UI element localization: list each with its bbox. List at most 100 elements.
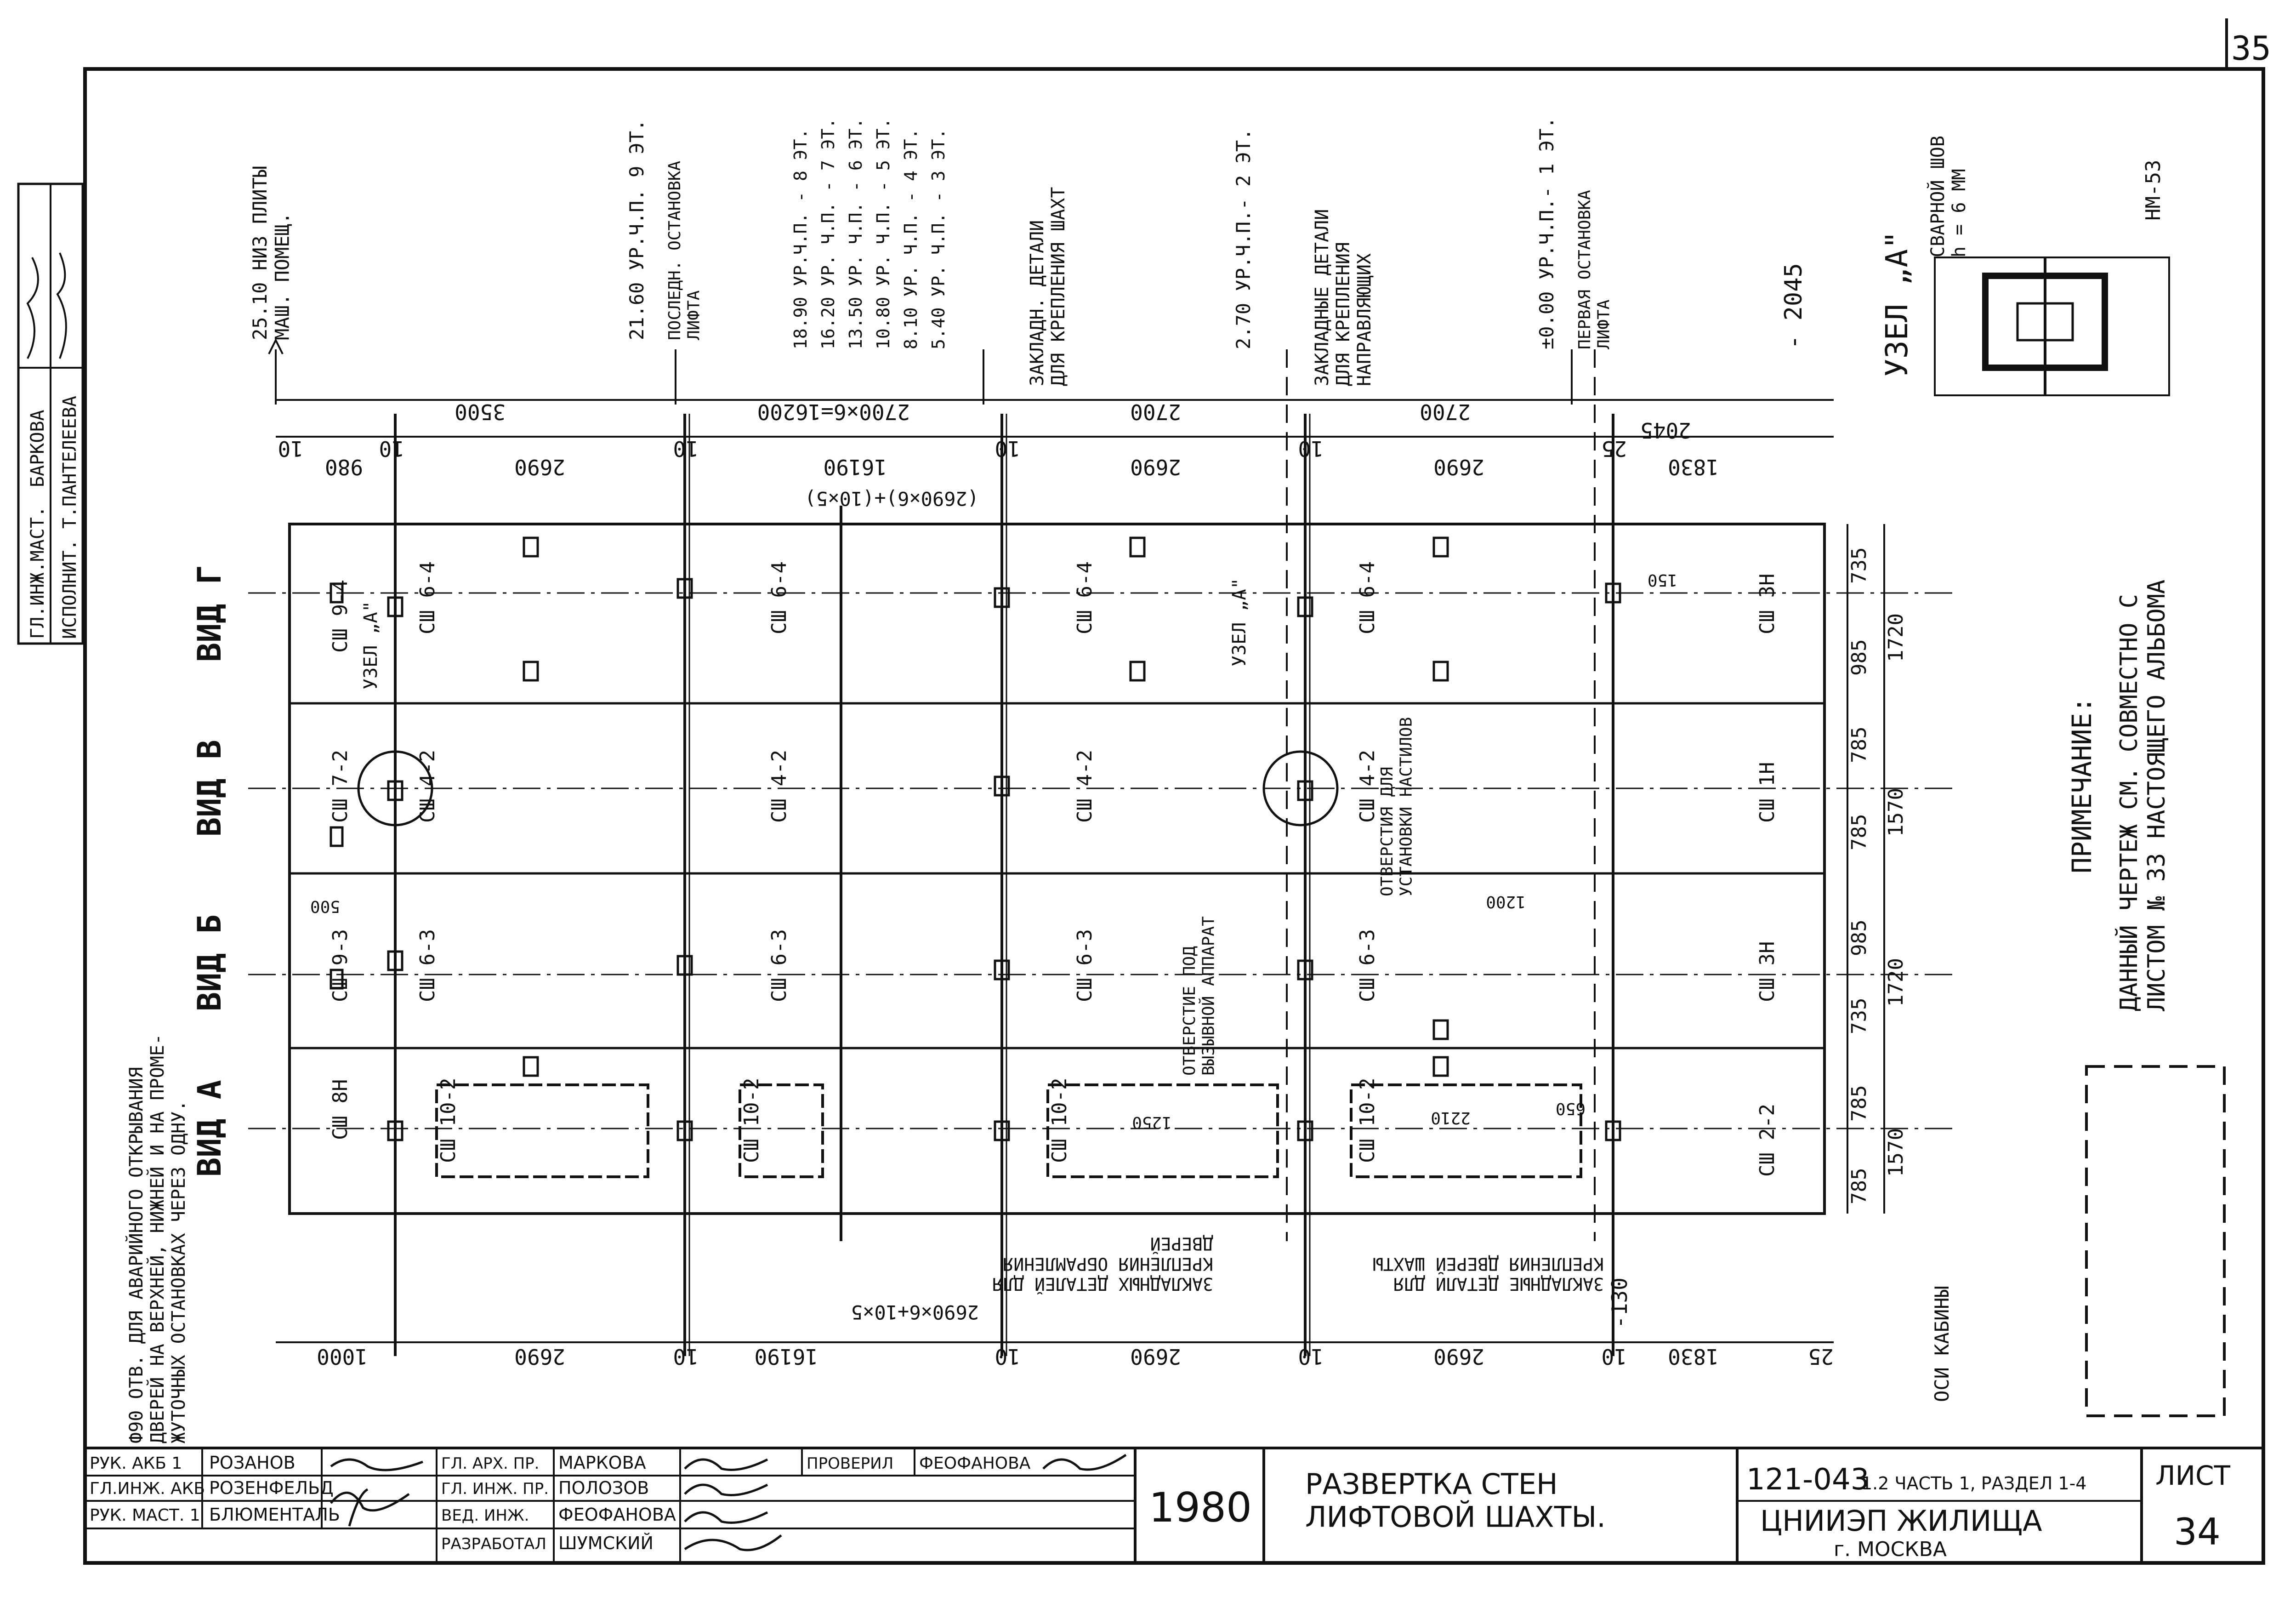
- tb-role2-3: РАЗРАБОТАЛ: [441, 1535, 546, 1553]
- bottom-panel-1: 2690: [514, 1344, 565, 1369]
- signature-rozanov: [330, 1458, 423, 1471]
- bottom-formula: 2690×6+10×5: [851, 1301, 979, 1323]
- right-outer-3: 1570: [1884, 1128, 1908, 1177]
- top-dimensions: 3500 2700×6=16200 2700 2700 2045 10 10 1…: [276, 399, 1834, 510]
- right-inner-2: 785: [1847, 727, 1871, 763]
- note-title: ПРИМЕЧАНИЕ:: [2066, 697, 2097, 873]
- right-inner-0: 735: [1847, 547, 1871, 584]
- node-a-weld: СВАРНОЙ ШОВh = 6 ММ: [1927, 136, 1970, 257]
- callout-cabin-axis: ОСИ КАБИНЫ: [1931, 1286, 1953, 1402]
- signature-markova: [684, 1458, 768, 1471]
- callout-door-frame: ЗАКЛАДНЫХ ДЕТАЛЕЙ ДЛЯКРЕПЛЕНИЯ ОБРАМЛЕНИ…: [993, 1234, 1213, 1294]
- level-pit: - 2045: [1780, 263, 1807, 349]
- tb-name-2: БЛЮМЕНТАЛЬ: [209, 1505, 340, 1525]
- panel-col5-a: СШ 10-2: [1356, 1078, 1379, 1163]
- top-panel-3: 2690: [1130, 455, 1181, 479]
- side-signature-2: [56, 252, 67, 359]
- right-outer-2: 1720: [1884, 958, 1908, 1007]
- tb-name2-0: МАРКОВА: [558, 1453, 646, 1473]
- panel-col2-g: СШ 6-4: [416, 561, 439, 634]
- tb-checked-name: ФЕОФАНОВА: [919, 1454, 1031, 1473]
- callouts: УЗЕЛ „А" УЗЕЛ „А" ОТВЕРСТИЯ ДЛЯУСТАНОВКИ…: [125, 570, 1953, 1443]
- tb-role2-0: ГЛ. АРХ. ПР.: [441, 1454, 539, 1473]
- callout-node-a-2: УЗЕЛ „А": [1229, 578, 1250, 667]
- level-stack-0: 18.90 УР.Ч.П. - 8 ЭТ.: [790, 129, 811, 349]
- panel-col4-g: СШ 6-4: [1073, 561, 1097, 634]
- tb-code-suffix: 1.2 ЧАСТЬ 1, РАЗДЕЛ 1-4: [1861, 1473, 2086, 1494]
- view-label-a: ВИД А: [191, 1080, 228, 1177]
- top-span-2: 2700: [1130, 399, 1181, 424]
- top-panel-0: 980: [325, 455, 363, 479]
- callout-holes-stops: ОТВЕРСТИЯ ДЛЯУСТАНОВКИ НАСТИЛОВ: [1378, 717, 1415, 896]
- panel-col2-v: СШ 4-2: [416, 750, 439, 823]
- signature-polozov: [684, 1483, 768, 1496]
- signature-checked: [1042, 1454, 1127, 1471]
- tb-role-0: РУК. АКБ 1: [90, 1454, 182, 1473]
- bottom-small-4: 25: [1808, 1344, 1834, 1369]
- right-inner-5: 735: [1847, 998, 1871, 1034]
- panel-col3-g: СШ 6-4: [767, 561, 791, 634]
- panel-col2-b: СШ 6-3: [416, 929, 439, 1002]
- top-span-3: 2700: [1420, 399, 1471, 424]
- panel-col1-a: СШ 8Н: [329, 1079, 352, 1140]
- tb-checked-role: ПРОВЕРИЛ: [807, 1454, 893, 1473]
- signature-shumsky: [684, 1534, 782, 1551]
- bottom-small-0: 10: [673, 1344, 699, 1369]
- tb-sheet-label: ЛИСТ: [2155, 1460, 2230, 1491]
- callout-emergency: Ф90 ОТВ. ДЛЯ АВАРИЙНОГО ОТКРЫВАНИЯДВЕРЕЙ…: [125, 1034, 189, 1443]
- top-span-0: 3500: [455, 399, 506, 424]
- inner-dim-4: 150: [1648, 570, 1677, 589]
- note-block: ПРИМЕЧАНИЕ: ДАННЫЙ ЧЕРТЕЖ СМ. СОВМЕСТНО …: [2066, 580, 2226, 1417]
- level-first-stop: ПЕРВАЯ ОСТАНОВКАЛИФТА: [1575, 190, 1613, 349]
- tb-name-1: РОЗЕНФЕЛЬД: [209, 1478, 334, 1498]
- tb-city: г. МОСКВА: [1834, 1538, 1947, 1561]
- top-span-4: 2045: [1640, 418, 1691, 443]
- view-label-g: ВИД Г: [191, 565, 228, 662]
- tb-name2-2: ФЕОФАНОВА: [558, 1505, 676, 1525]
- wall-development: [248, 349, 1953, 1356]
- inner-dim-0: 1250: [1132, 1113, 1172, 1132]
- level-1: ±0.00 УР.Ч.П.- 1 ЭТ.: [1535, 117, 1558, 349]
- inner-dim-2: 650: [1556, 1099, 1586, 1118]
- top-small-0: 10: [278, 436, 303, 461]
- title-block: РУК. АКБ 1 РОЗАНОВ ГЛ. АРХ. ПР. МАРКОВА …: [84, 1447, 2265, 1564]
- panel-col2-a: СШ 10-2: [437, 1078, 460, 1163]
- inner-dim-1: 2210: [1431, 1108, 1471, 1127]
- level-last-stop: ПОСЛЕДН. ОСТАНОВКАЛИФТА: [665, 161, 703, 340]
- callout-door-shaft: ЗАКЛАДНЫЕ ДЕТАЛИ ДЛЯКРЕПЛЕНИЯ ДВЕРЕЙ ШАХ…: [1373, 1254, 1604, 1294]
- side-stamp-role2: ИСПОЛНИТ.: [59, 539, 80, 639]
- top-panel-4: 2690: [1433, 455, 1484, 479]
- panel-col5-v: СШ 4-2: [1356, 750, 1379, 823]
- panel-col4-a: СШ 10-2: [1048, 1078, 1071, 1163]
- callout-hole-bell: ОТВЕРСТИЕ ПОДВЫЗЫВНОЙ АППАРАТ: [1180, 916, 1218, 1076]
- corner-sheet-number: 35: [2231, 29, 2271, 68]
- side-signature-1: [26, 257, 39, 359]
- side-stamp-name2: Т.ПАНТЕЛЕЕВА: [59, 396, 80, 529]
- panel-col3-b: СШ 6-3: [767, 929, 791, 1002]
- panel-col1-v: СШ 7-2: [329, 750, 352, 823]
- level-stack-2: 13.50 УР. Ч.П. - 6 ЭТ.: [846, 118, 866, 349]
- bottom-panel-3: 2690: [1130, 1344, 1181, 1369]
- tb-name2-1: ПОЛОЗОВ: [558, 1478, 649, 1498]
- panel-col5-b: СШ 6-3: [1356, 929, 1379, 1002]
- bottom-panel-4: 2690: [1433, 1344, 1484, 1369]
- top-panel-2: 16190: [824, 455, 887, 479]
- top-formula: (2690×6)+(10×5): [805, 487, 979, 510]
- level-2: 2.70 УР.Ч.П.- 2 ЭТ.: [1232, 129, 1255, 349]
- right-inner-3: 785: [1847, 814, 1871, 850]
- level-stack-5: 5.40 УР. Ч.П. - 3 ЭТ.: [928, 129, 949, 349]
- bottom-small-1: 10: [995, 1344, 1020, 1369]
- panel-col6-v: СШ 1Н: [1756, 762, 1779, 823]
- side-stamp-role1: ГЛ.ИНЖ.МАСТ.: [27, 506, 48, 639]
- tb-code: 121-043: [1746, 1463, 1869, 1497]
- level-9: 21.60 УР.Ч.П. 9 ЭТ.: [625, 120, 648, 340]
- side-stamp-name1: БАРКОВА: [27, 410, 48, 487]
- panel-col4-b: СШ 6-3: [1073, 929, 1097, 1002]
- signature-rozenfeld: [330, 1488, 410, 1527]
- bottom-panel-2: 16190: [755, 1344, 818, 1369]
- panel-col6-g: СШ 3Н: [1756, 574, 1779, 634]
- tb-name-0: РОЗАНОВ: [209, 1453, 296, 1473]
- node-a-title: УЗЕЛ „А": [1879, 231, 1915, 377]
- note-text: ДАННЫЙ ЧЕРТЕЖ СМ. СОВМЕСТНО СЛИСТОМ № 33…: [2115, 580, 2171, 1011]
- top-panel-5: 1830: [1668, 455, 1719, 479]
